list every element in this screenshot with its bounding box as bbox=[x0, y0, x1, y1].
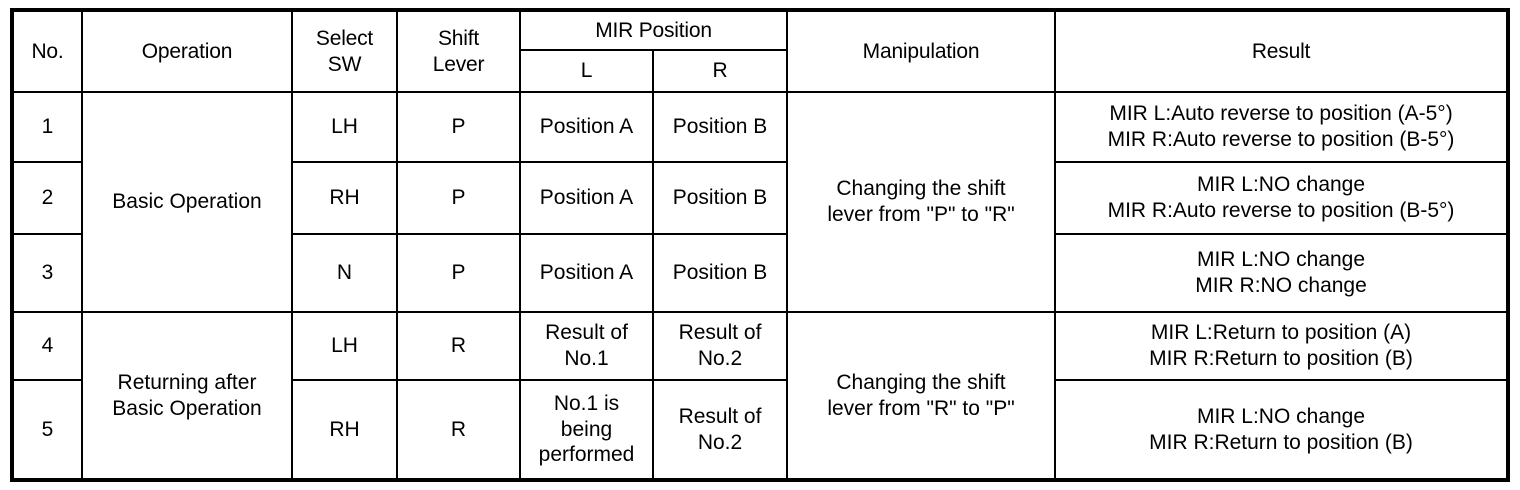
cell-select-sw: RH bbox=[291, 379, 398, 481]
result-line2: MIR R:Return to position (B) bbox=[1149, 347, 1413, 370]
cell-mir-l: Result of No.1 bbox=[519, 311, 654, 381]
cell-no: 2 bbox=[11, 161, 83, 235]
cell-select-sw: N bbox=[291, 233, 398, 313]
cell-result: MIR L:NO change MIR R:Auto reverse to po… bbox=[1054, 161, 1510, 235]
column-header-operation: Operation bbox=[81, 9, 293, 93]
mir-l-line3: performed bbox=[538, 443, 635, 467]
cell-mir-l: No.1 is being performed bbox=[519, 379, 654, 481]
cell-mir-r: Position B bbox=[651, 161, 789, 235]
cell-no: 4 bbox=[11, 311, 83, 381]
table-row: 2 RH P Position A Position B MIR L:NO ch… bbox=[11, 161, 1510, 235]
cell-mir-r: Result of No.2 bbox=[651, 379, 789, 481]
column-header-select-sw-line1: Select bbox=[315, 26, 374, 50]
cell-mir-l: Position A bbox=[519, 161, 654, 235]
cell-mir-l: Position A bbox=[519, 91, 654, 163]
manipulation-line1: Changing the shift bbox=[836, 177, 1006, 201]
cell-operation-group-basic: Basic Operation bbox=[81, 91, 293, 313]
cell-shift-lever: P bbox=[396, 91, 521, 163]
cell-result: MIR L:NO change MIR R:NO change bbox=[1054, 233, 1510, 313]
cell-manipulation-group-returning: Changing the shift lever from "R" to "P" bbox=[786, 311, 1057, 481]
cell-result: MIR L:Return to position (A) MIR R:Retur… bbox=[1054, 311, 1510, 381]
result-line1: MIR L:Auto reverse to position (A-5°) bbox=[1109, 102, 1453, 126]
mir-l-line1: No.1 is bbox=[553, 392, 620, 416]
result-line2: MIR R:NO change bbox=[1195, 274, 1367, 297]
manipulation-line1: Changing the shift bbox=[836, 370, 1006, 394]
column-header-mir-position: MIR Position bbox=[518, 9, 789, 51]
result-line1: MIR L:Return to position (A) bbox=[1150, 321, 1412, 345]
mir-position-table-container: No. Operation Select SW Shift Lever MIR … bbox=[10, 8, 1511, 482]
manipulation-line2: lever from "P" to "R" bbox=[827, 203, 1015, 226]
column-header-result: Result bbox=[1054, 9, 1510, 93]
cell-mir-r: Position B bbox=[651, 91, 789, 163]
result-line1: MIR L:NO change bbox=[1196, 173, 1366, 197]
operation-line1: Returning after bbox=[117, 370, 257, 394]
column-header-no: No. bbox=[11, 9, 83, 93]
result-line2: MIR R:Auto reverse to position (B-5°) bbox=[1107, 128, 1455, 151]
table-row: 4 Returning after Basic Operation LH R R… bbox=[11, 311, 1510, 481]
cell-shift-lever: R bbox=[396, 379, 521, 481]
cell-no: 1 bbox=[11, 91, 83, 163]
header-row-primary: No. Operation Select SW Shift Lever MIR … bbox=[11, 9, 1510, 93]
operation-line2: Basic Operation bbox=[112, 396, 262, 420]
cell-operation-group-returning: Returning after Basic Operation bbox=[81, 311, 293, 481]
mir-l-line2: being bbox=[560, 417, 613, 441]
cell-select-sw: LH bbox=[291, 91, 398, 163]
mir-l-line2: No.1 bbox=[564, 347, 609, 370]
column-header-select-sw-line2: SW bbox=[327, 52, 362, 76]
cell-mir-l: Position A bbox=[519, 233, 654, 313]
column-header-mir-l: L bbox=[519, 49, 654, 93]
mir-r-line2: No.2 bbox=[697, 430, 743, 454]
cell-mir-r: Result of No.2 bbox=[651, 311, 789, 381]
result-line1: MIR L:NO change bbox=[1196, 248, 1366, 272]
cell-no: 5 bbox=[11, 379, 83, 481]
cell-shift-lever: P bbox=[396, 233, 521, 313]
cell-mir-r: Position B bbox=[651, 233, 789, 313]
column-header-manipulation: Manipulation bbox=[786, 9, 1057, 93]
column-header-shift-lever: Shift Lever bbox=[396, 9, 521, 93]
cell-shift-lever: R bbox=[396, 311, 521, 381]
result-line2: MIR R:Auto reverse to position (B-5°) bbox=[1107, 199, 1455, 222]
cell-result: MIR L:Auto reverse to position (A-5°) MI… bbox=[1054, 91, 1510, 163]
column-header-shift-lever-line1: Shift bbox=[437, 26, 480, 50]
column-header-mir-r: R bbox=[651, 49, 789, 93]
table-body: 1 Basic Operation LH P Position A Positi… bbox=[11, 91, 1510, 481]
table-row: 3 N P Position A Position B MIR L:NO cha… bbox=[11, 233, 1510, 313]
mir-r-line1: Result of bbox=[678, 404, 762, 428]
cell-shift-lever: P bbox=[396, 161, 521, 235]
mir-r-line1: Result of bbox=[678, 321, 762, 345]
table-header: No. Operation Select SW Shift Lever MIR … bbox=[11, 9, 1510, 93]
column-header-shift-lever-line2: Lever bbox=[432, 52, 485, 76]
table-row: 1 Basic Operation LH P Position A Positi… bbox=[11, 91, 1510, 313]
mir-position-table: No. Operation Select SW Shift Lever MIR … bbox=[10, 8, 1511, 482]
result-line2: MIR R:Return to position (B) bbox=[1149, 430, 1413, 454]
column-header-select-sw: Select SW bbox=[291, 9, 398, 93]
mir-l-line1: Result of bbox=[545, 321, 628, 345]
result-line1: MIR L:NO change bbox=[1196, 404, 1366, 428]
cell-select-sw: LH bbox=[291, 311, 398, 381]
header-row-secondary: L R bbox=[12, 49, 1508, 93]
mir-r-line2: No.2 bbox=[697, 347, 743, 370]
table-row: 5 RH R No.1 is being performed Result of… bbox=[11, 379, 1510, 481]
cell-no: 3 bbox=[11, 233, 83, 313]
cell-select-sw: RH bbox=[291, 161, 398, 235]
cell-manipulation-group-basic: Changing the shift lever from "P" to "R" bbox=[786, 91, 1057, 313]
manipulation-line2: lever from "R" to "P" bbox=[827, 396, 1015, 420]
cell-result: MIR L:NO change MIR R:Return to position… bbox=[1054, 379, 1510, 481]
